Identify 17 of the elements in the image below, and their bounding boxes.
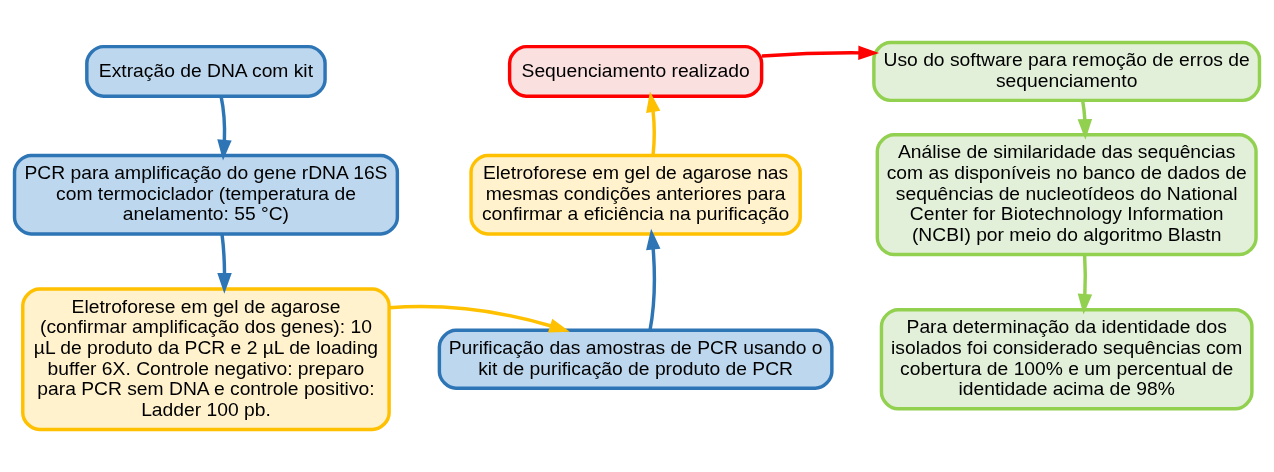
arrow <box>646 228 661 331</box>
arrow <box>1077 100 1093 140</box>
node-box: Para determinação da identidade dos isolados foi considerado sequências com cobertura de 100% e um percentual de identidade acima de 98% <box>879 307 1254 411</box>
node-box: Eletroforese em gel de agarose nas mesmas condições anteriores para confirmar a eficiência na purificação <box>469 153 802 236</box>
arrow <box>1077 254 1093 315</box>
node-box: Análise de similaridade das sequências com as disponíveis no banco de dados de sequências de nucleotídeos do National Center for Biotechnology Information (NCBI) por meio do algoritmo Blastn <box>875 133 1258 257</box>
arrow <box>217 96 232 161</box>
node-box: Purificação das amostras de PCR usando o kit de purificação de produto de PCR <box>437 328 834 390</box>
arrow <box>389 304 570 333</box>
node-box: PCR para amplificação do gene rDNA 16S com termociclador (temperatura de anelamento: 55 °C) <box>12 153 400 236</box>
arrow <box>761 45 880 61</box>
node-box: Sequenciamento realizado <box>507 44 764 98</box>
arrow <box>217 233 232 294</box>
arrow <box>646 91 661 156</box>
node-box: Extração de DNA com kit <box>85 44 327 98</box>
node-box: Uso do software para remoção de erros de sequenciamento <box>872 40 1262 103</box>
node-box: Eletroforese em gel de agarose (confirmar amplificação dos genes): 10 µL de produto da PCR e 2 µL de loading buffer 6X. Controle negativo: preparo para PCR sem DNA e controle positivo: Ladder 100 pb. <box>21 287 391 432</box>
